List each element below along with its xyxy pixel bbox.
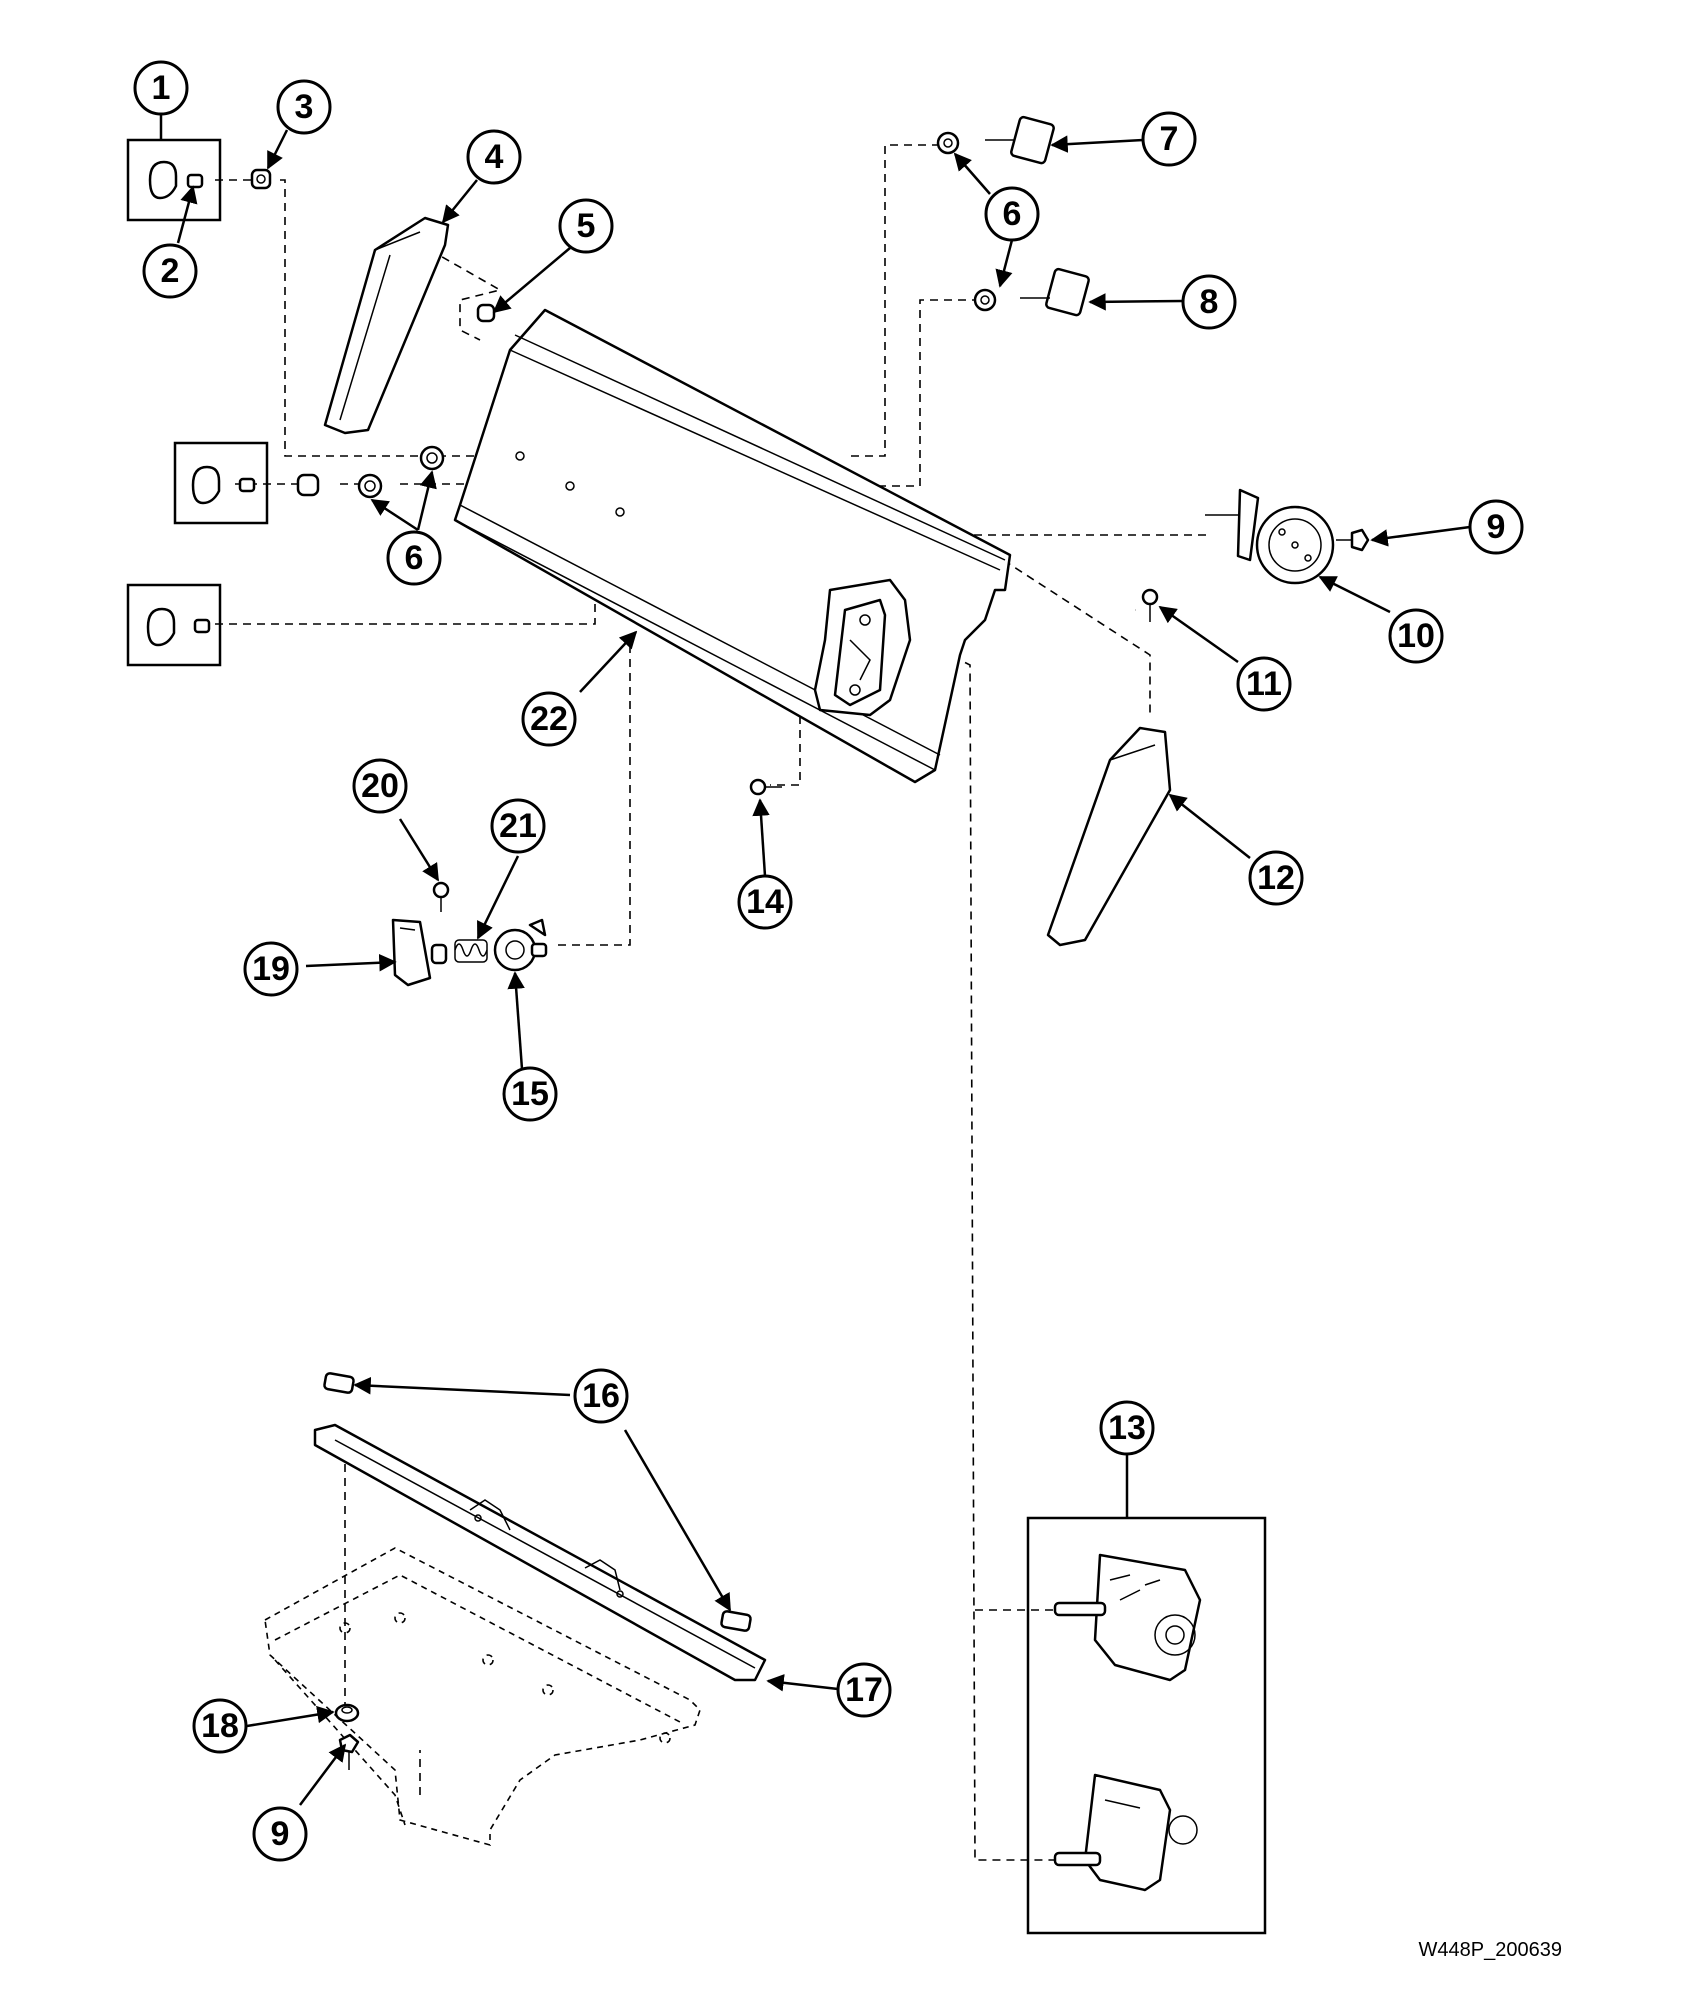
callout-19: 19 bbox=[243, 941, 299, 997]
svg-text:4: 4 bbox=[485, 138, 504, 176]
svg-text:18: 18 bbox=[201, 1707, 239, 1745]
callout-11: 11 bbox=[1236, 656, 1292, 712]
svg-text:16: 16 bbox=[582, 1377, 620, 1415]
svg-text:12: 12 bbox=[1257, 859, 1295, 897]
parts bbox=[126, 115, 1370, 1935]
knob-icon bbox=[146, 607, 211, 647]
svg-text:22: 22 bbox=[530, 700, 568, 738]
timer-icon bbox=[1053, 1773, 1198, 1892]
svg-text:6: 6 bbox=[405, 539, 424, 577]
bushing-icon bbox=[296, 473, 320, 497]
svg-text:15: 15 bbox=[511, 1075, 549, 1113]
svg-text:17: 17 bbox=[845, 1671, 883, 1709]
screw-icon bbox=[432, 881, 450, 912]
push-button-icon bbox=[391, 918, 448, 987]
svg-text:21: 21 bbox=[499, 807, 537, 845]
pad-icon bbox=[323, 1372, 752, 1632]
timer-icon bbox=[1053, 1553, 1202, 1682]
callout-7: 7 bbox=[1141, 111, 1197, 167]
callout-6-left: 6 bbox=[386, 530, 442, 586]
callout-12: 12 bbox=[1248, 850, 1304, 906]
cam-icon bbox=[493, 918, 548, 972]
callout-14: 14 bbox=[737, 874, 793, 930]
timer-options-box bbox=[1026, 1516, 1267, 1935]
nut-icon bbox=[250, 168, 272, 190]
screw-icon bbox=[1141, 588, 1159, 622]
mounting-rail bbox=[313, 1423, 767, 1682]
screw-icon bbox=[749, 778, 782, 796]
washer-icon bbox=[357, 445, 445, 499]
callouts: 1 2 3 4 5 6 6 7 8 9 10 11 12 13 14 15 16… bbox=[133, 60, 1524, 1862]
svg-text:9: 9 bbox=[271, 1815, 290, 1853]
leader-lines bbox=[159, 114, 1471, 1806]
callout-9-lower: 9 bbox=[252, 1806, 308, 1862]
callout-15: 15 bbox=[502, 1066, 558, 1122]
svg-text:2: 2 bbox=[161, 252, 180, 290]
callout-5: 5 bbox=[558, 198, 614, 254]
grommet-icon bbox=[334, 1703, 360, 1723]
svg-text:5: 5 bbox=[577, 207, 596, 245]
callout-17: 17 bbox=[836, 1662, 892, 1718]
callout-10: 10 bbox=[1388, 608, 1444, 664]
nut-icon bbox=[476, 303, 496, 323]
svg-text:1: 1 bbox=[152, 69, 171, 107]
pressure-switch-icon bbox=[1205, 488, 1335, 585]
callout-1: 1 bbox=[133, 60, 189, 116]
cabinet-ghost-outline bbox=[264, 1547, 701, 1847]
svg-text:11: 11 bbox=[1246, 665, 1282, 703]
svg-text:20: 20 bbox=[361, 767, 399, 805]
svg-text:10: 10 bbox=[1397, 617, 1435, 655]
svg-text:13: 13 bbox=[1108, 1409, 1146, 1447]
callout-8: 8 bbox=[1181, 274, 1237, 330]
callout-16: 16 bbox=[573, 1368, 629, 1424]
callout-3: 3 bbox=[276, 79, 332, 135]
svg-text:8: 8 bbox=[1200, 283, 1219, 321]
svg-text:14: 14 bbox=[746, 883, 784, 921]
knob-box-2 bbox=[173, 441, 269, 525]
right-end-cap bbox=[1046, 726, 1172, 947]
knob-box-3 bbox=[126, 583, 222, 667]
callout-2: 2 bbox=[142, 243, 198, 299]
knob-icon bbox=[148, 160, 204, 200]
svg-text:7: 7 bbox=[1160, 120, 1179, 158]
svg-text:19: 19 bbox=[252, 950, 290, 988]
rotary-switch-icon bbox=[936, 115, 1055, 165]
rotary-switch-icon bbox=[973, 267, 1090, 317]
svg-text:9: 9 bbox=[1487, 508, 1506, 546]
spring-icon bbox=[454, 939, 488, 963]
diagram-code: W448P_200639 bbox=[1419, 1939, 1562, 1961]
screw-icon bbox=[1336, 528, 1370, 552]
callout-6-right: 6 bbox=[984, 186, 1040, 242]
callout-21: 21 bbox=[490, 798, 546, 854]
control-console bbox=[453, 308, 1012, 784]
knob-box-1 bbox=[126, 138, 222, 222]
callout-20: 20 bbox=[352, 758, 408, 814]
svg-text:3: 3 bbox=[295, 88, 314, 126]
callout-9-upper: 9 bbox=[1468, 499, 1524, 555]
knob-icon bbox=[191, 465, 256, 505]
callout-18: 18 bbox=[192, 1698, 248, 1754]
left-end-cap bbox=[323, 216, 450, 435]
svg-text:6: 6 bbox=[1003, 195, 1022, 233]
screw-icon bbox=[338, 1733, 360, 1770]
callout-4: 4 bbox=[466, 129, 522, 185]
callout-22: 22 bbox=[521, 691, 577, 747]
callout-13: 13 bbox=[1099, 1400, 1155, 1456]
